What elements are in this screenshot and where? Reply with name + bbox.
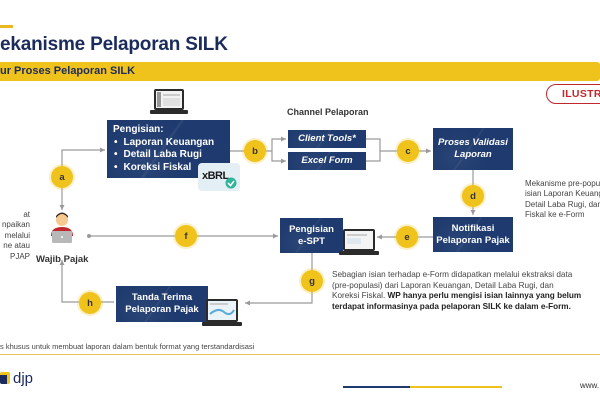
check-icon [225, 177, 237, 189]
validasi-line-1: Proses Validasi [438, 137, 508, 149]
subtitle-bar: ur Proses Pelaporan SILK [0, 62, 600, 81]
prepopulation-note: Mekanisme pre-popu isian Laporan Keuang … [525, 179, 600, 221]
left-cut-note: at npaikan melalui ne atau PJAP [0, 210, 30, 262]
espt-line-1: Pengisian [289, 223, 334, 235]
step-e-marker: e [396, 226, 418, 248]
pengisian-item: Detail Laba Rugi [113, 149, 214, 162]
wajib-pajak-label: Wajib Pajak [36, 254, 89, 265]
step-g-marker: g [301, 270, 323, 292]
pengisian-list: Laporan Keuangan Detail Laba Rugi Koreks… [113, 137, 215, 175]
footer-bar-yellow [410, 386, 502, 388]
notifikasi-line-1: Notifikasi [451, 222, 495, 234]
espt-box: Pengisian e-SPT [280, 218, 343, 253]
djp-logo-mark [0, 372, 10, 384]
tanda-line-2: Pelaporan Pajak [125, 304, 199, 315]
step-b-marker: b [244, 140, 266, 162]
note-line: Mekanisme pre-popu [525, 179, 600, 188]
step-a-marker: a [51, 166, 73, 188]
connector-c-excel [366, 151, 381, 162]
pengisian-item: Koreksi Fiskal [113, 162, 214, 175]
note-line: isian Laporan Keuang [525, 189, 600, 199]
footnote: s khusus untuk membuat laporan dalam ben… [0, 342, 255, 351]
connector-a [61, 149, 105, 210]
header-accent-line [0, 25, 13, 28]
note-line: melalui [4, 230, 30, 240]
espt-line-2: e-SPT [298, 235, 325, 247]
pengisian-box: Pengisian: Laporan Keuangan Detail Laba … [107, 120, 230, 178]
djp-logo: djp [0, 369, 33, 387]
taxpayer-avatar-icon [51, 212, 73, 243]
espt-laptop-icon [339, 229, 379, 255]
ilustrasi-label: ILUSTRA [562, 88, 600, 100]
step-h-marker: h [79, 292, 101, 314]
espt-explanation-note: Sebagian isian terhadap e-Form didapatka… [332, 270, 582, 313]
note-line: at [23, 210, 30, 219]
tanda-line-1: Tanda Terima [131, 292, 193, 304]
connector-c-client [366, 138, 381, 151]
subtitle: ur Proses Pelaporan SILK [0, 65, 136, 77]
step-d-marker: d [462, 185, 484, 207]
notifikasi-box: Notifikasi Pelaporan Pajak [433, 217, 513, 252]
tanda-terima-box: Tanda Terima Pelaporan Pajak [116, 286, 208, 322]
client-tools-box: Client Tools* [288, 130, 366, 148]
note-line: PJAP [9, 251, 30, 261]
pengisian-item: Laporan Keuangan [113, 137, 215, 150]
excel-form-label: Excel Form [301, 155, 353, 167]
note-line: Fiskal ke e-Form [525, 210, 585, 220]
djp-logo-text: djp [13, 369, 34, 387]
step-f-marker: f [175, 225, 197, 247]
excel-form-box: Excel Form [288, 152, 366, 170]
note-g-plain: Sebagian isian terhadap e-Form didapatka… [332, 270, 573, 301]
xbrl-label: xBRL [202, 170, 229, 182]
notifikasi-line-2: Pelaporan Pajak [436, 234, 510, 246]
note-line: Detail Laba Rugi, dan [525, 199, 600, 209]
step-c-marker: c [397, 140, 419, 162]
receipt-laptop-icon [202, 299, 242, 326]
note-line: npaikan [1, 220, 30, 230]
connector-b-excel [271, 151, 286, 162]
connector-g [245, 253, 313, 304]
channel-label: Channel Pelaporan [287, 107, 369, 117]
page-title: ekanisme Pelaporan SILK [0, 34, 228, 55]
note-line: ne atau [3, 241, 30, 251]
laptop-icon [150, 89, 188, 114]
connector-b-client [271, 138, 286, 151]
note-g-bold: WP hanya perlu mengisi isian lainnya yan… [332, 291, 582, 311]
pengisian-heading: Pengisian: [113, 124, 164, 135]
validasi-line-2: Laporan [454, 149, 492, 160]
footer-url: www. [580, 381, 600, 390]
footer-bar-navy [343, 386, 410, 388]
ilustrasi-badge: ILUSTRA [546, 84, 600, 104]
client-tools-label: Client Tools* [298, 133, 356, 145]
footer-divider [0, 354, 600, 355]
validasi-box: Proses Validasi Laporan [433, 128, 513, 170]
xbrl-badge: xBRL [198, 163, 240, 191]
